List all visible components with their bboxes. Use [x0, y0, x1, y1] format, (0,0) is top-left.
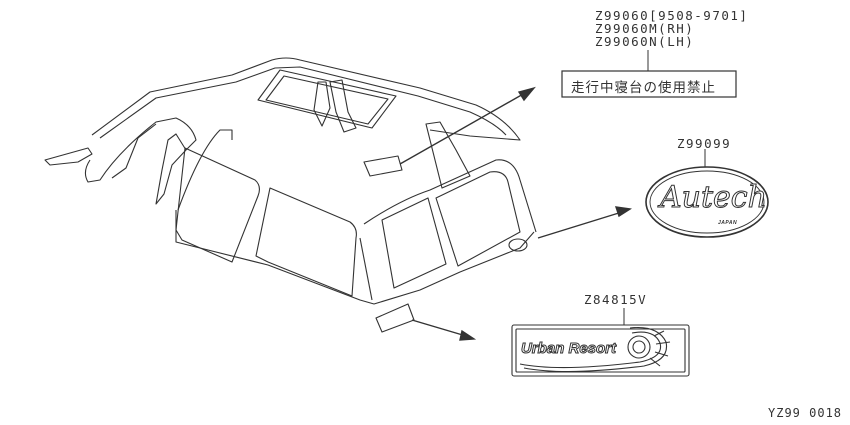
body-bottom — [175, 210, 535, 305]
roof-inner-line — [99, 66, 507, 139]
decal-sun-outer — [627, 335, 651, 359]
rear-window — [425, 121, 471, 189]
decal-urban-resort-text: Urban Resort — [520, 340, 617, 358]
decal-wave-1 — [519, 331, 662, 369]
arrow-decal-line — [411, 319, 467, 337]
decal-sun-rays — [649, 330, 671, 367]
rear-quarter-window — [435, 171, 521, 267]
emblem-autech-text: Autech — [660, 180, 768, 216]
urban-resort-decal-drawing — [511, 324, 690, 377]
part-number-warning-2: Z99060M(RH) — [595, 21, 695, 36]
decal-inner-rect — [515, 328, 686, 373]
part-number-decal: Z84815V — [584, 292, 648, 307]
body-side — [177, 129, 233, 211]
arrow-warning-head — [517, 86, 536, 102]
label-leaders — [623, 50, 706, 325]
curtain-rear-2 — [313, 81, 331, 127]
emblem-position-marker — [508, 238, 528, 252]
rear-pillar — [363, 159, 537, 233]
roof-decal-marker — [363, 155, 403, 177]
front-edge — [84, 117, 197, 183]
arrow-decal-head — [459, 329, 477, 341]
roof-outline — [91, 57, 521, 141]
part-number-warning-3: Z99060N(LH) — [595, 34, 695, 49]
pillar-line — [359, 237, 373, 301]
part-number-warning-1: Z99060[9508-9701] — [595, 8, 749, 23]
curtain-rear — [329, 79, 357, 133]
body-decal-marker — [375, 303, 415, 333]
arrow-emblem-head — [614, 206, 632, 218]
roof-panel — [257, 69, 397, 129]
decal-outer-rect — [511, 324, 690, 377]
warning-label-text: 走行中寝台の使用禁止 — [571, 80, 716, 96]
roof-panel-inner — [265, 75, 389, 125]
emblem-outer-ellipse — [645, 166, 769, 238]
front-side-window — [175, 147, 261, 263]
side-mirror — [44, 147, 93, 166]
figure-code: YZ99 0018 — [768, 406, 843, 420]
part-number-emblem: Z99099 — [677, 136, 732, 151]
vehicle-line-drawing — [44, 57, 537, 333]
middle-side-window — [255, 187, 357, 297]
warning-label-box — [561, 70, 737, 98]
hood-line — [111, 123, 157, 179]
arrow-warning-line — [399, 92, 526, 165]
rear-side-window — [381, 197, 447, 289]
decal-sun-inner — [632, 340, 646, 354]
emblem-inner-ellipse — [649, 170, 765, 234]
autech-emblem-drawing — [645, 166, 769, 238]
decal-wave-2 — [523, 327, 668, 373]
emblem-japan-text: JAPAN — [718, 220, 738, 226]
arrow-emblem-line — [537, 211, 623, 239]
leader-arrows — [399, 86, 632, 341]
curtain-front — [155, 133, 187, 205]
